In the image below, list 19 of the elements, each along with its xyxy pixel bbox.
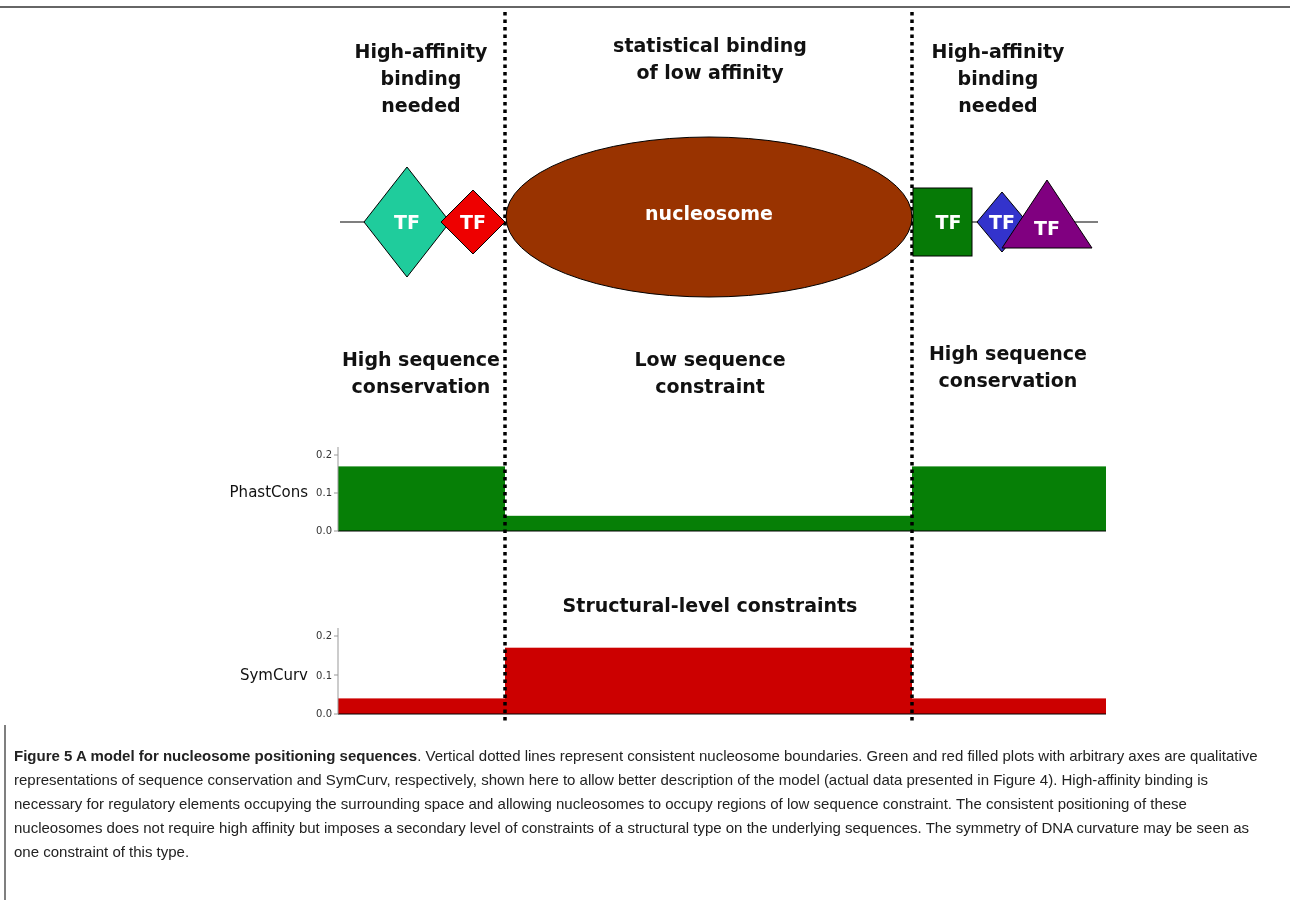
heading: Structural-level constraints <box>561 593 859 618</box>
tick-label: 0.1 <box>315 670 332 681</box>
figure-caption: Figure 5 A model for nucleosome positioning sequences. Vertical dotted lines represent consistent nucleosome boundaries. Green and red filled plots with arbitrary axes are qualitative representations of sequence conservation and SymCurv, respectively, shown here to allow better description of the model (actual data presented in Figure 4). High-affinity binding is necessary for regulatory elements occupying the surrounding space and allowing nucleosomes to occupy regions of low sequence constraint. The consistent positioning of these nucleosomes does not require high affinity but imposes a secondary level of constraints of a structural type on the underlying sequences. The symmetry of DNA curvature may be seen as one constraint of this type. <box>14 746 1259 862</box>
heading: High sequence conservation <box>340 347 501 399</box>
tf-diamond: TF <box>441 190 505 254</box>
tick-label: 0.2 <box>315 449 332 460</box>
tf-square: TF <box>913 188 972 256</box>
nucleosome-ellipse: nucleosome <box>506 137 912 297</box>
heading: High-affinity binding needed <box>353 39 489 118</box>
heading: High-affinity binding needed <box>930 39 1066 118</box>
heading: High sequence conservation <box>927 341 1088 393</box>
heading: statistical binding of low affinity <box>612 33 808 85</box>
axis-label: PhastCons <box>228 483 308 501</box>
tick-label: 0.0 <box>315 525 332 536</box>
axis-label: SymCurv <box>238 666 308 684</box>
tick-label: 0.1 <box>315 487 332 498</box>
tick-label: 0.2 <box>315 630 332 641</box>
tick-label: 0.0 <box>315 708 332 719</box>
heading: Low sequence constraint <box>633 347 787 399</box>
